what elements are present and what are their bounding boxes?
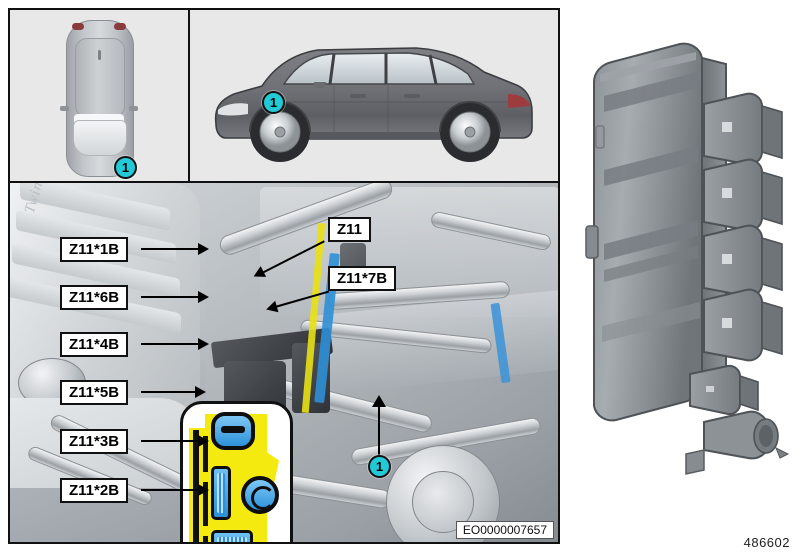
arrowhead-z11-4b <box>198 338 209 350</box>
label-z11-6b[interactable]: Z11*6B <box>60 285 129 310</box>
document-id: 486602 <box>743 535 790 550</box>
car-antenna <box>98 50 101 60</box>
figure-frame: 1 <box>8 8 560 544</box>
leader-z11-6b <box>141 296 199 298</box>
label-z11[interactable]: Z11 <box>328 217 372 242</box>
connector-z11-1b-slot <box>221 426 245 433</box>
pointer-arrow-module <box>372 395 386 407</box>
arrowhead-z11-2b <box>198 484 209 496</box>
vehicle-side-illustration <box>214 47 533 162</box>
connector-z11-1b[interactable] <box>211 412 255 450</box>
leader-z11-2b <box>141 489 199 491</box>
connector-z11-4b[interactable] <box>211 530 253 542</box>
photo-identifier: EO0000007657 <box>455 521 554 539</box>
label-z11-3b[interactable]: Z11*3B <box>60 429 129 454</box>
car-mirror-left <box>60 106 69 111</box>
part-illustration-area: 1 <box>576 0 800 560</box>
arrowhead-z11-6b <box>198 291 209 303</box>
leader-z11-5b <box>141 391 196 393</box>
arrowhead-z11-1b <box>198 243 209 255</box>
vehicle-top-illustration <box>60 20 138 177</box>
label-z11-5b[interactable]: Z11*5B <box>60 380 129 405</box>
panel-vehicle-side-view: 1 <box>190 10 558 183</box>
leader-z11-1b <box>141 248 199 250</box>
badge-location-1-top-view[interactable]: 1 <box>114 156 137 179</box>
pointer-stem-module <box>378 407 380 457</box>
label-z11-1b[interactable]: Z11*1B <box>60 237 129 262</box>
arrowhead-z11-5b <box>195 386 206 398</box>
car-taillight-left <box>72 23 84 30</box>
badge-location-1-side-view[interactable]: 1 <box>262 91 285 114</box>
label-z11-4b[interactable]: Z11*4B <box>60 332 129 357</box>
label-z11-7b[interactable]: Z11*7B <box>328 266 397 291</box>
panel-vehicle-top-view: 1 <box>10 10 190 183</box>
arrowhead-z11-3b <box>198 435 209 447</box>
badge-location-1-engine-bay[interactable]: 1 <box>368 455 391 478</box>
car-taillight-right <box>114 23 126 30</box>
car-mirror-right <box>129 106 138 111</box>
label-z11-2b[interactable]: Z11*2B <box>60 478 129 503</box>
integrated-supply-module-3d[interactable] <box>576 30 800 500</box>
car-hood <box>73 120 127 156</box>
leader-z11-4b <box>141 343 199 345</box>
connector-z11-6b[interactable] <box>211 466 231 520</box>
magnified-module-callout <box>180 401 293 542</box>
leader-z11-3b <box>141 440 199 442</box>
connector-z11-7b-key <box>251 486 275 510</box>
